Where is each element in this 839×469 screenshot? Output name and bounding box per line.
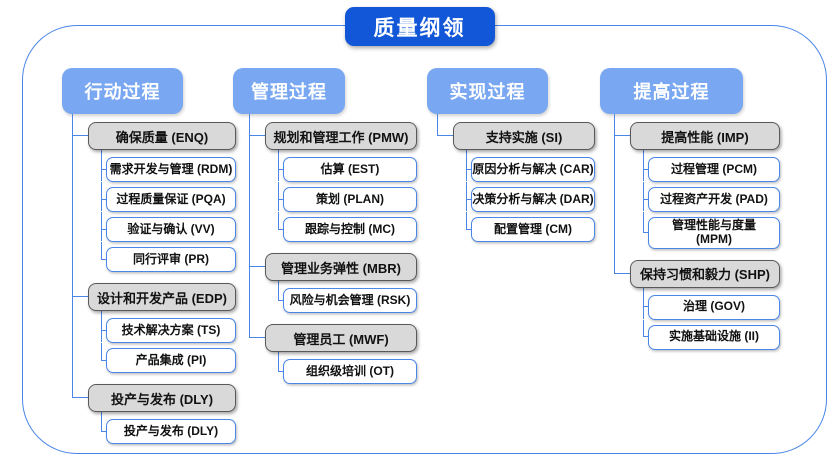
group-box: 提高性能 (IMP) [630,122,780,150]
subprocess-list: 需求开发与管理 (RDM) 过程质量保证 (PQA) 验证与确认 (VV) 同行… [101,150,236,272]
subprocess-box: 投产与发布 (DLY) [101,412,236,444]
subprocess-box: 产品集成 (PI) [101,343,236,373]
diagram-title: 质量纲领 [344,7,495,46]
column-action-process: 行动过程 确保质量 (ENQ) 需求开发与管理 (RDM) 过程质量保证 (PQ… [62,68,236,444]
subprocess-box: 决策分析与解决 (DAR) [466,182,595,212]
process-group: 提高性能 (IMP) 过程管理 (PCM) 过程资产开发 (PAD) 管理性能与… [614,114,780,249]
group-list: 规划和管理工作 (PMW) 估算 (EST) 策划 (PLAN) 跟踪与控制 (… [249,114,417,384]
subprocess-box: 需求开发与管理 (RDM) [101,150,236,182]
process-group: 管理员工 (MWF) 组织级培训 (OT) [249,313,417,384]
group-box: 投产与发布 (DLY) [88,384,236,412]
subprocess-box: 过程管理 (PCM) [643,150,780,182]
subprocess-box: 跟踪与控制 (MC) [278,212,417,242]
process-group: 管理业务弹性 (MBR) 风险与机会管理 (RSK) [249,242,417,313]
group-box: 管理员工 (MWF) [265,324,417,352]
process-group: 支持实施 (SI) 原因分析与解决 (CAR) 决策分析与解决 (DAR) 配置… [437,114,595,242]
group-box: 管理业务弹性 (MBR) [265,253,417,281]
subprocess-list: 组织级培训 (OT) [278,352,417,384]
subprocess-box: 过程资产开发 (PAD) [643,182,780,212]
subprocess-box: 同行评审 (PR) [101,242,236,272]
subprocess-list: 估算 (EST) 策划 (PLAN) 跟踪与控制 (MC) [278,150,417,242]
subprocess-box: 过程质量保证 (PQA) [101,182,236,212]
process-group: 规划和管理工作 (PMW) 估算 (EST) 策划 (PLAN) 跟踪与控制 (… [249,114,417,242]
column-improvement-process: 提高过程 提高性能 (IMP) 过程管理 (PCM) 过程资产开发 (PAD) … [600,68,780,350]
column-header: 行动过程 [62,68,183,114]
column-management-process: 管理过程 规划和管理工作 (PMW) 估算 (EST) 策划 (PLAN) 跟踪… [233,68,417,384]
subprocess-box: 估算 (EST) [278,150,417,182]
subprocess-list: 过程管理 (PCM) 过程资产开发 (PAD) 管理性能与度量 (MPM) [643,150,780,249]
subprocess-box: 配置管理 (CM) [466,212,595,242]
group-box: 规划和管理工作 (PMW) [265,122,417,150]
process-group: 投产与发布 (DLY) 投产与发布 (DLY) [72,373,236,444]
subprocess-box: 管理性能与度量 (MPM) [643,212,780,249]
subprocess-list: 治理 (GOV) 实施基础设施 (II) [643,287,780,350]
subprocess-box: 治理 (GOV) [643,287,780,320]
subprocess-list: 原因分析与解决 (CAR) 决策分析与解决 (DAR) 配置管理 (CM) [466,150,595,242]
column-header: 提高过程 [600,68,743,114]
group-list: 确保质量 (ENQ) 需求开发与管理 (RDM) 过程质量保证 (PQA) 验证… [72,114,236,444]
subprocess-box: 技术解决方案 (TS) [101,311,236,343]
group-list: 提高性能 (IMP) 过程管理 (PCM) 过程资产开发 (PAD) 管理性能与… [614,114,780,350]
subprocess-box: 实施基础设施 (II) [643,319,780,350]
subprocess-box: 组织级培训 (OT) [278,352,417,384]
subprocess-box: 验证与确认 (VV) [101,212,236,242]
process-group: 保持习惯和毅力 (SHP) 治理 (GOV) 实施基础设施 (II) [614,248,780,350]
group-box: 设计和开发产品 (EDP) [88,283,236,311]
process-group: 确保质量 (ENQ) 需求开发与管理 (RDM) 过程质量保证 (PQA) 验证… [72,114,236,272]
subprocess-list: 技术解决方案 (TS) 产品集成 (PI) [101,311,236,373]
subprocess-list: 风险与机会管理 (RSK) [278,281,417,313]
column-header: 实现过程 [427,68,548,114]
group-list: 支持实施 (SI) 原因分析与解决 (CAR) 决策分析与解决 (DAR) 配置… [437,114,595,242]
group-box: 支持实施 (SI) [453,122,595,150]
group-box: 确保质量 (ENQ) [88,122,236,150]
process-group: 设计和开发产品 (EDP) 技术解决方案 (TS) 产品集成 (PI) [72,272,236,373]
column-realization-process: 实现过程 支持实施 (SI) 原因分析与解决 (CAR) 决策分析与解决 (DA… [427,68,595,242]
subprocess-list: 投产与发布 (DLY) [101,412,236,444]
column-header: 管理过程 [233,68,345,114]
group-box: 保持习惯和毅力 (SHP) [630,259,780,288]
subprocess-box: 原因分析与解决 (CAR) [466,150,595,182]
subprocess-box: 策划 (PLAN) [278,182,417,212]
subprocess-box: 风险与机会管理 (RSK) [278,281,417,313]
